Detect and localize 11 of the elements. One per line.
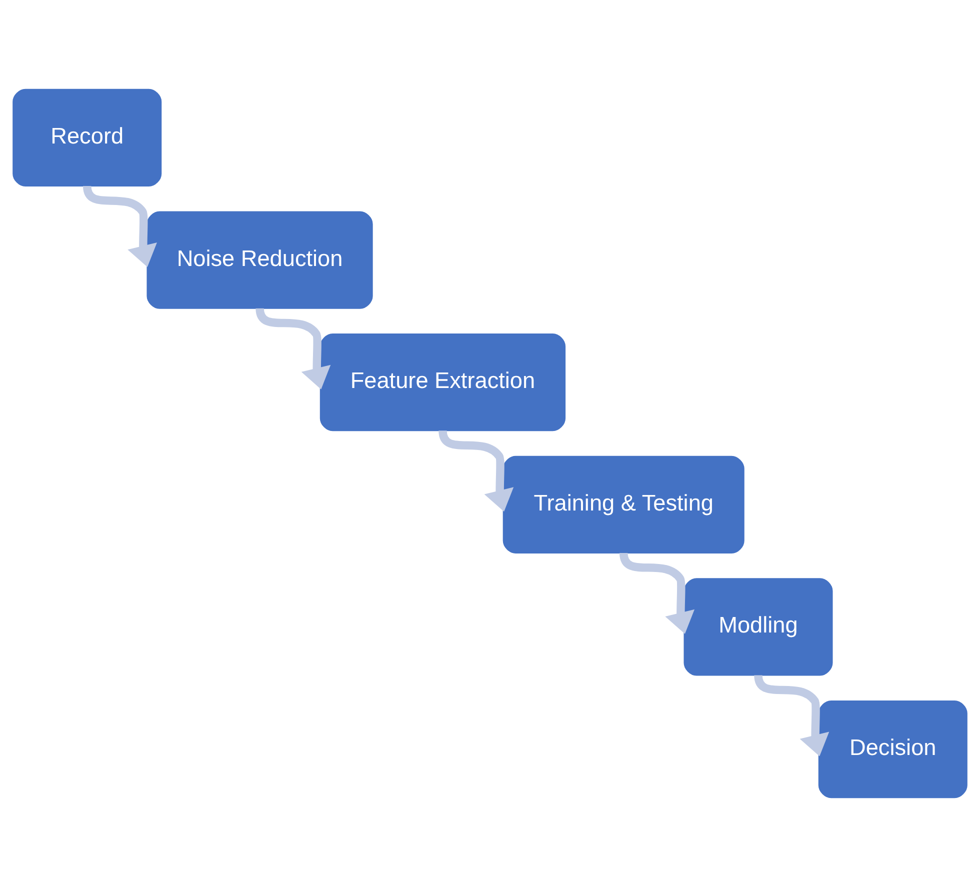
arrow — [438, 430, 514, 512]
arrow — [619, 552, 694, 634]
node-box: Training & Testing — [502, 455, 744, 553]
node-box: Noise Reduction — [146, 210, 372, 308]
node-box: Modling — [683, 578, 832, 676]
node-box: Feature Extraction — [319, 333, 566, 431]
arrow — [255, 307, 330, 389]
node-box: Record — [12, 88, 162, 186]
node-box: Decision — [818, 700, 967, 798]
arrow — [754, 674, 829, 756]
arrow — [82, 184, 156, 266]
